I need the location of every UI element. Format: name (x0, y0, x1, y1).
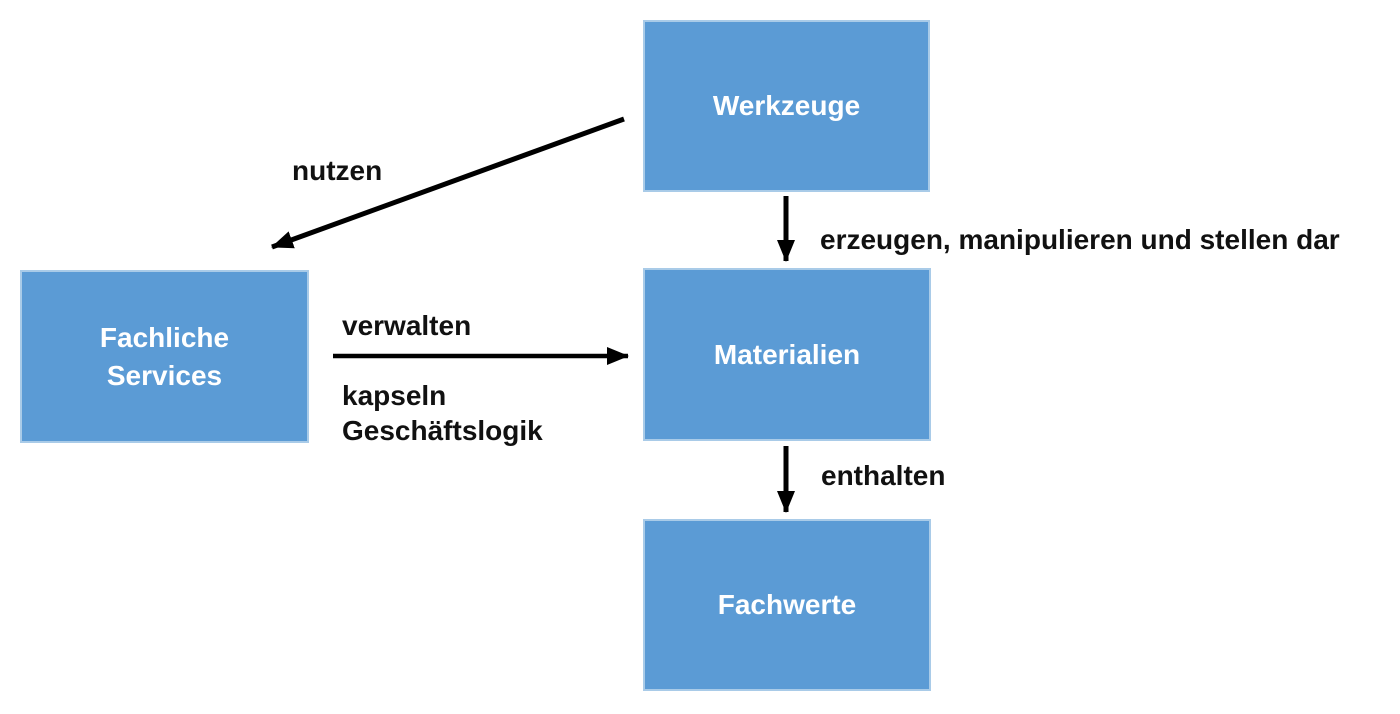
box-materialien: Materialien (643, 268, 931, 441)
box-werkzeuge-label: Werkzeuge (712, 90, 861, 122)
box-fachliche-services: Fachliche Services (20, 270, 309, 443)
edge-label-enthalten: enthalten (821, 460, 946, 491)
box-fachwerte: Fachwerte (643, 519, 931, 691)
box-fachliche-services-label: Fachliche Services (99, 321, 230, 391)
edge-label-erzeugen: erzeugen, manipulieren und stellen dar (820, 224, 1340, 255)
edge-label-nutzen: nutzen (292, 155, 383, 186)
arrow-werkzeuge-to-fachliche-services (271, 116, 625, 250)
box-materialien-label: Materialien (713, 338, 861, 370)
box-werkzeuge: Werkzeuge (643, 20, 930, 192)
edge-label-kapseln-geschaeftslogik: kapseln Geschäftslogik (342, 380, 543, 446)
edge-label-verwalten: verwalten (342, 310, 472, 341)
box-fachwerte-label: Fachwerte (717, 589, 857, 621)
